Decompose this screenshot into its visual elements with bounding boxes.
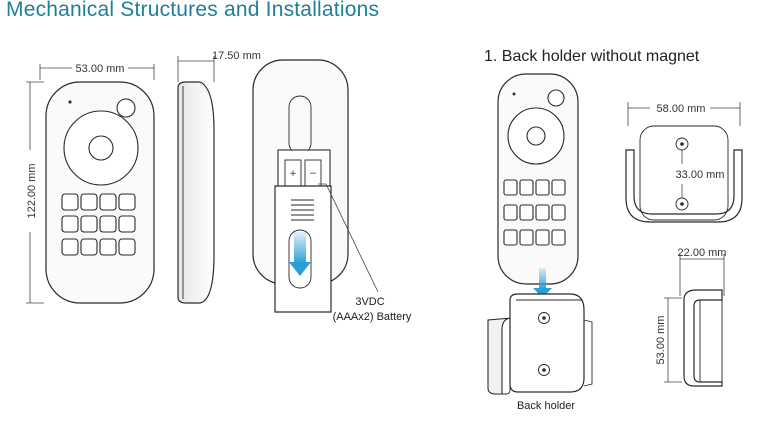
holder-hole-top-dot [680,142,684,146]
keypad-button [80,215,98,233]
keypad-button [503,179,518,196]
insert-arrow-shaft [539,268,546,290]
remote-height-label: 122.00 mm [26,163,38,218]
holder-front-frame [625,149,743,223]
keypad-button [519,229,534,246]
keypad-button [99,238,117,256]
holder-side-view: 22.00 mm 53.00 mm [655,247,727,387]
keypad-button [503,204,518,221]
keypad-button [503,229,518,246]
holder-depth-label: 22.00 mm [678,247,727,259]
slide-arrow-shaft [294,232,306,264]
keypad-button [535,204,550,221]
minus-icon: − [309,169,317,179]
holder-side-cavity [699,299,723,383]
remote-front-view: 53.00 mm 122.00 mm [26,63,155,304]
holder-back-plate [509,293,585,393]
remote-side-view: 17.50 mm [177,50,261,304]
led-indicator-icon [68,100,72,104]
battery-view: + − 3VDC (AAAx2) Battery [252,59,412,323]
keypad-button [80,193,98,211]
holder-left-inner [502,330,511,395]
screw-hole-top-icon [538,312,550,324]
slot-lower [288,229,312,289]
plus-icon: + [289,169,297,179]
holder-hole-bottom-dot [680,202,684,206]
install-led-icon [512,92,516,96]
install-remote-view [497,73,579,298]
install-center-button [526,126,546,146]
remote-side-body [177,81,215,304]
keypad-button [535,179,550,196]
holder-left-arm [487,317,513,395]
install-remote-body [497,73,579,285]
section-title: 1. Back holder without magnet [484,48,700,65]
keypad-button [535,229,550,246]
back-holder-3d: Back holder [487,293,593,412]
holder-right-arm [583,319,593,387]
power-button [116,98,136,118]
slide-down-arrow-icon [289,262,311,276]
holder-width-label: 58.00 mm [657,103,706,115]
screw-hole-bottom-icon [538,364,550,376]
keypad-button [118,193,136,211]
keypad-button [61,193,79,211]
keypad-button [551,179,566,196]
screw-hole-top-dot [542,316,546,320]
keypad-button [61,215,79,233]
holder-hole-spacing-label: 33.00 mm [676,169,725,181]
keypad-button [99,193,117,211]
holder-front-plate [639,125,729,221]
holder-front-view: 58.00 mm 33.00 mm [625,102,743,223]
remote-width-label: 53.00 mm [76,63,125,75]
battery-voltage-label: 3VDC [355,296,384,308]
keypad-button [118,215,136,233]
back-holder-caption: Back holder [517,400,575,412]
insert-down-arrow-icon [533,288,552,298]
keypad-button [519,179,534,196]
install-power-button [547,89,565,107]
keypad-button [519,204,534,221]
keypad-button [118,238,136,256]
button-grid [61,193,136,256]
page-title: Mechanical Structures and Installations [6,0,380,21]
screw-hole-bottom-dot [542,368,546,372]
holder-height-label: 53.00 mm [655,316,667,365]
keypad-button [99,215,117,233]
cover-grip-lines [291,199,314,221]
center-button [88,135,114,161]
keypad-button [551,204,566,221]
install-button-grid [503,179,566,246]
battery-type-label: (AAAx2) Battery [333,311,412,323]
holder-side-body [683,289,723,387]
remote-depth-label: 17.50 mm [212,50,261,62]
battery-leader-line [318,183,379,293]
keypad-button [551,229,566,246]
keypad-button [80,238,98,256]
keypad-button [61,238,79,256]
